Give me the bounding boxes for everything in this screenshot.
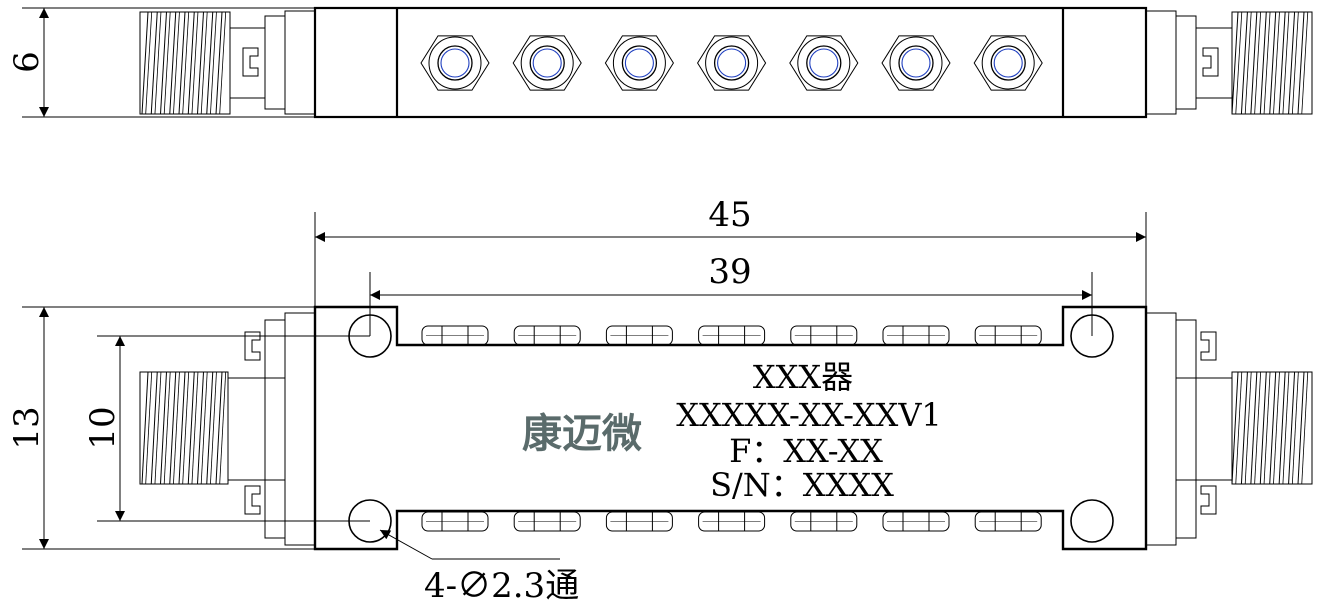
side-nut — [882, 511, 950, 532]
top-view-body — [313, 6, 1148, 119]
front-top-tuning-nuts — [421, 325, 1042, 346]
label-line-1: XXX器 — [753, 358, 853, 396]
top-tuning-screws — [420, 35, 1043, 91]
dim-top-height-label: 6 — [7, 51, 47, 73]
dim-top-height: 6 — [7, 7, 315, 118]
side-nut — [421, 511, 489, 532]
side-nut — [605, 325, 673, 346]
side-nut — [421, 325, 489, 346]
dim-hole-spacing-label: 39 — [708, 252, 751, 292]
top-view: 6 — [7, 6, 1313, 119]
dim-overall-width-label: 45 — [708, 195, 751, 235]
tuning-screw — [789, 35, 859, 91]
side-nut — [698, 511, 766, 532]
dim-overall-height-label: 13 — [7, 406, 47, 449]
right-connector-front — [1145, 312, 1313, 546]
dim-hole-vertical-label: 10 — [83, 406, 123, 449]
tuning-screw — [512, 35, 582, 91]
hole-callout-label: 4-∅2.3通 — [424, 566, 579, 606]
side-nut — [790, 511, 858, 532]
front-view: XXX器 XXXXX-XX-XXV1 F：XX-XX S/N：XXXX 康迈微 … — [7, 195, 1313, 606]
dim-hole-spacing: 39 — [369, 252, 1093, 336]
side-nut — [974, 325, 1042, 346]
side-nut — [974, 511, 1042, 532]
dim-overall-width: 45 — [314, 195, 1147, 307]
side-nut — [513, 511, 581, 532]
right-connector-top — [1145, 10, 1313, 115]
side-nut — [605, 511, 673, 532]
front-view-body — [313, 305, 1148, 551]
label-line-2: XXXXX-XX-XXV1 — [676, 396, 942, 434]
tuning-screw — [881, 35, 951, 91]
left-connector-front — [139, 312, 316, 546]
label-line-4: S/N：XXXX — [710, 466, 894, 504]
tuning-screw — [697, 35, 767, 91]
left-connector-top — [139, 10, 316, 115]
side-nut — [698, 325, 766, 346]
dim-overall-height: 13 — [7, 306, 315, 550]
label-line-3: F：XX-XX — [729, 432, 883, 470]
tuning-screw — [420, 35, 490, 91]
brand-logo: 康迈微 — [522, 411, 642, 457]
mount-hole-bottom-right — [1070, 499, 1114, 543]
side-nut — [882, 325, 950, 346]
front-bottom-tuning-nuts — [421, 511, 1042, 532]
side-nut — [790, 325, 858, 346]
tuning-screw — [973, 35, 1043, 91]
tuning-screw — [604, 35, 674, 91]
hole-callout: 4-∅2.3通 — [379, 529, 579, 606]
side-nut — [513, 325, 581, 346]
dim-hole-vertical: 10 — [83, 335, 370, 522]
